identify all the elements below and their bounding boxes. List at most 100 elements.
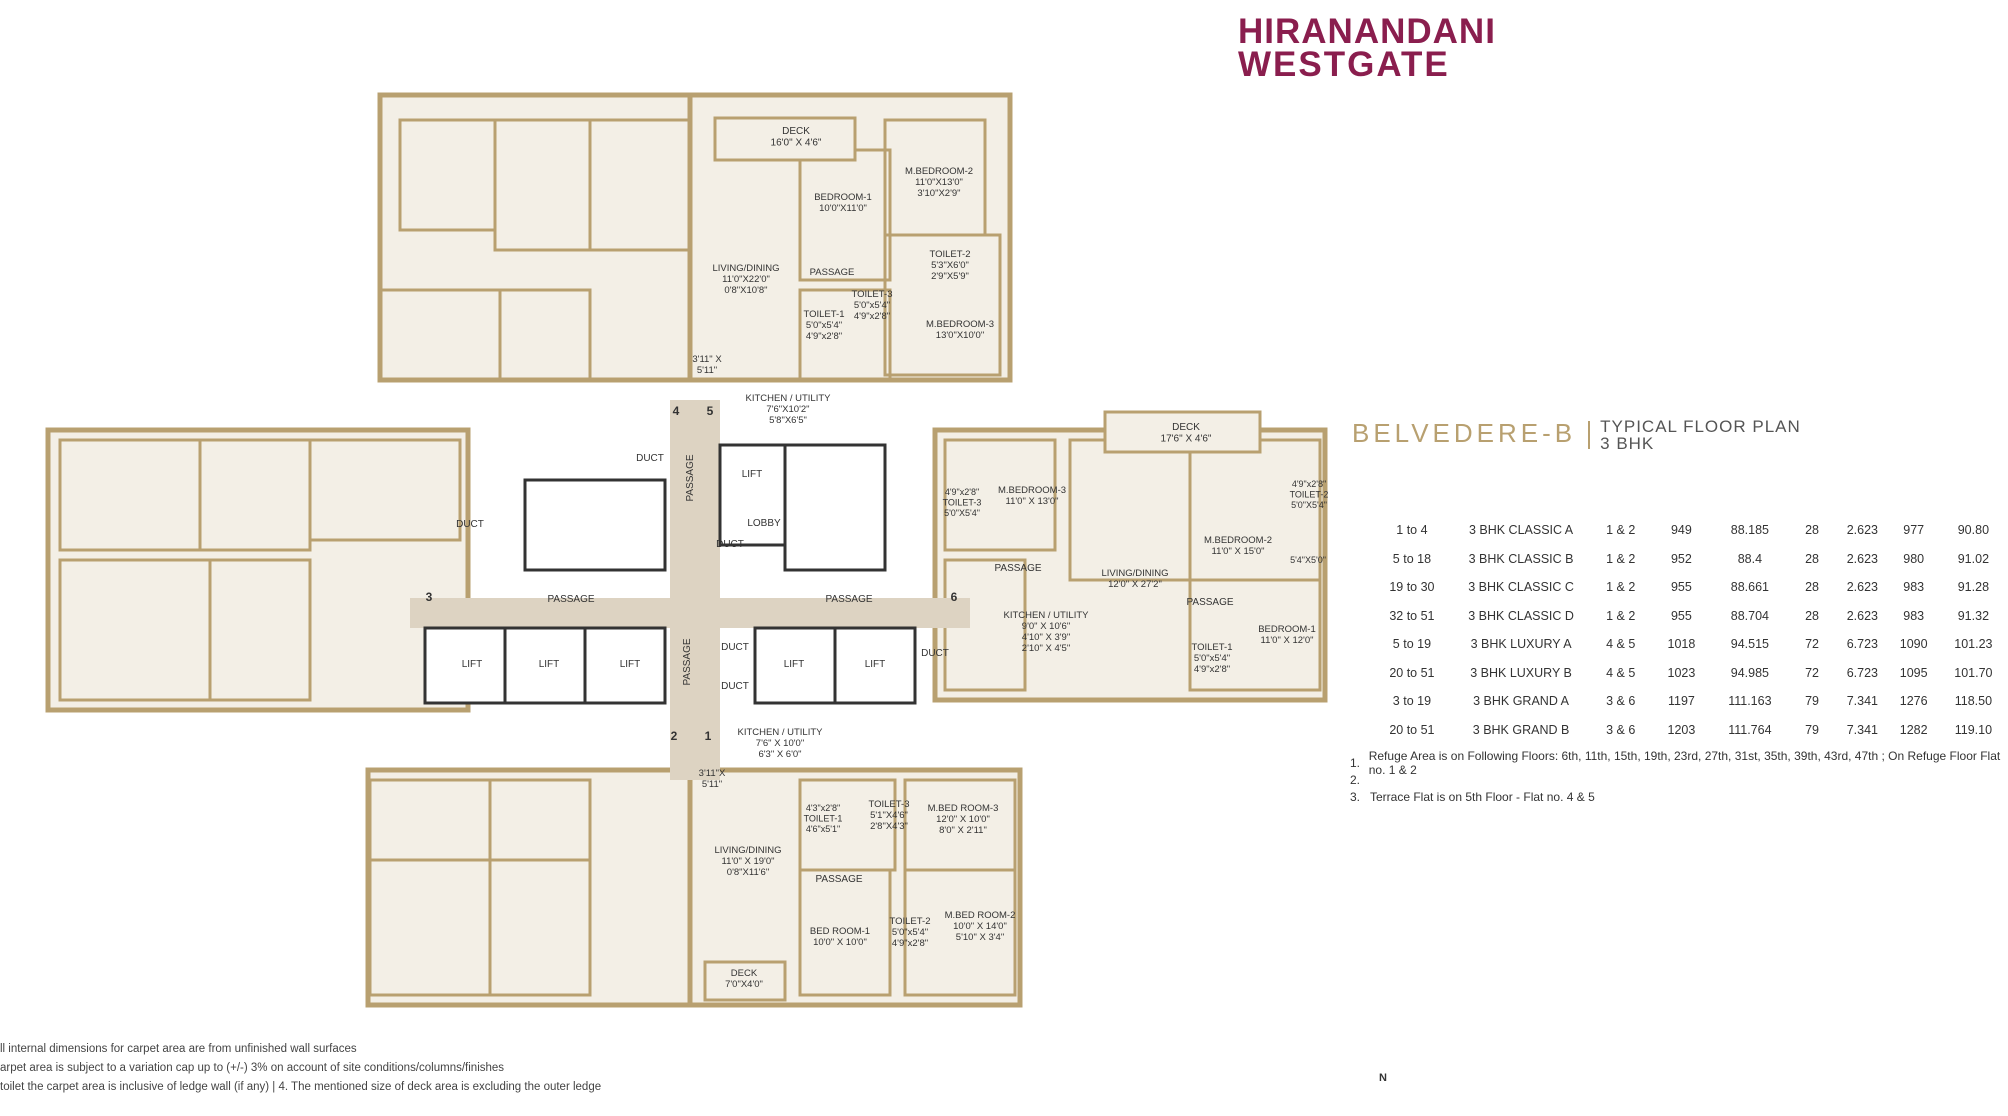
room-label-line: 3'10"X2'9" <box>917 188 960 199</box>
area-cell: 28 <box>1805 580 1820 595</box>
area-cell: 983 <box>1903 608 1925 623</box>
flat-top-left <box>377 92 723 383</box>
room-label-line: 1 <box>705 729 712 743</box>
room-label: 1 <box>705 729 712 743</box>
area-cell: 1 to 4 <box>1396 523 1428 538</box>
room-label-line: TOILET-2 <box>889 916 930 927</box>
room-label-line: 10'0" X 10'0" <box>813 937 867 948</box>
room-label-line: DECK <box>731 968 758 979</box>
room-label: LOBBY <box>747 518 781 529</box>
room-label-line: TOILET-1 <box>803 309 844 320</box>
room-label-line: 2'10" X 4'5" <box>1022 643 1070 654</box>
area-cell: 111.764 <box>1728 722 1772 737</box>
room-label-line: 13'0"X10'0" <box>936 330 984 341</box>
room-label-line: 5'4"X5'0" <box>1290 555 1326 565</box>
room-label-line: M.BEDROOM-2 <box>1204 535 1272 546</box>
room-label-line: 11'0" X 12'0" <box>1261 635 1314 646</box>
room-label-line: LIFT <box>620 659 641 670</box>
room-label-line: 5'0"x5'4" <box>806 320 842 331</box>
room-label-line: 7'0"X4'0" <box>725 979 763 990</box>
plan-room <box>798 868 892 997</box>
room-label-line: 0'8"X10'8" <box>724 285 767 296</box>
footer-line: ll internal dimensions for carpet area a… <box>0 1043 357 1055</box>
room-label: DUCT <box>456 519 484 530</box>
room-label-line: KITCHEN / UTILITY <box>1004 610 1090 621</box>
room-label-line: DUCT <box>716 539 744 550</box>
room-label-line: 4'9"x2'8" <box>806 331 842 342</box>
room-label-line: LOBBY <box>747 518 781 529</box>
room-label-line: KITCHEN / UTILITY <box>738 727 824 738</box>
room-label-line: TOILET-3 <box>943 498 982 508</box>
area-cell: 3 to 19 <box>1392 694 1432 709</box>
subtitle-line-1: TYPICAL FLOOR PLAN <box>1600 417 1801 436</box>
brand-line-2: WESTGATE <box>1238 45 1450 84</box>
room-label-line: 11'0"X22'0" <box>722 274 770 285</box>
area-cell: 1276 <box>1899 694 1928 709</box>
note-number: 2. <box>1350 772 1361 787</box>
passage-label: PASSAGE <box>685 454 696 501</box>
corridor-vertical <box>670 400 720 780</box>
room-label-line: PASSAGE <box>994 563 1041 574</box>
area-cell: 6.723 <box>1846 665 1878 680</box>
area-cell: 2.623 <box>1846 580 1878 595</box>
area-cell: 88.185 <box>1730 523 1769 538</box>
room-label: PASSAGE <box>994 563 1041 574</box>
area-cell: 3 BHK LUXURY A <box>1470 637 1572 652</box>
room-label-line: PASSAGE <box>810 267 855 278</box>
deck <box>713 116 857 162</box>
room-label-line: 4'9"x2'8" <box>1194 664 1230 675</box>
room-label-line: TOILET-2 <box>929 249 970 260</box>
room-label-line: 5'0"x5'4" <box>1194 653 1230 664</box>
room-label-line: 17'6" X 4'6" <box>1161 434 1212 445</box>
room-label-line: 2'8"X4'3" <box>870 821 908 832</box>
room-label-line: 5'8"X6'5" <box>769 415 807 426</box>
room-label-line: 2 <box>671 729 678 743</box>
subtitle-line-2: 3 BHK <box>1600 434 1655 453</box>
area-cell: 72 <box>1805 665 1820 680</box>
area-cell: 90.80 <box>1957 523 1990 538</box>
passage-label: PASSAGE <box>682 638 693 685</box>
room-label: LIFT <box>620 659 641 670</box>
area-cell: 88.4 <box>1737 551 1763 566</box>
room-label: PASSAGE <box>810 267 855 278</box>
room-label-line: 5 <box>707 404 714 418</box>
area-cell: 20 to 51 <box>1389 722 1435 737</box>
room-label: DUCT <box>636 453 664 464</box>
room-label-line: 4'10" X 3'9" <box>1022 632 1070 643</box>
note-number: 1. <box>1350 755 1361 770</box>
room-label: 4 <box>673 404 680 418</box>
area-cell: 91.28 <box>1957 580 1990 595</box>
room-label-line: 0'8"X11'6" <box>727 867 769 878</box>
area-cell: 19 to 30 <box>1389 580 1435 595</box>
room-label-line: 3'11"X <box>699 768 726 779</box>
room-label-line: 8'0" X 2'11" <box>939 825 987 836</box>
room-label-line: LIVING/DINING <box>712 263 779 274</box>
room-label-line: M.BED ROOM-3 <box>928 803 999 814</box>
room-label-line: 12'0" X 27'2" <box>1108 579 1162 590</box>
note-text: Terrace Flat is on 5th Floor - Flat no. … <box>1370 789 1595 804</box>
room-label-line: BEDROOM-1 <box>1258 624 1316 635</box>
room-label-line: M.BEDROOM-2 <box>905 166 973 177</box>
room-label-line: LIFT <box>462 659 483 670</box>
room-label-line: 5'1"X4'6" <box>870 810 908 821</box>
